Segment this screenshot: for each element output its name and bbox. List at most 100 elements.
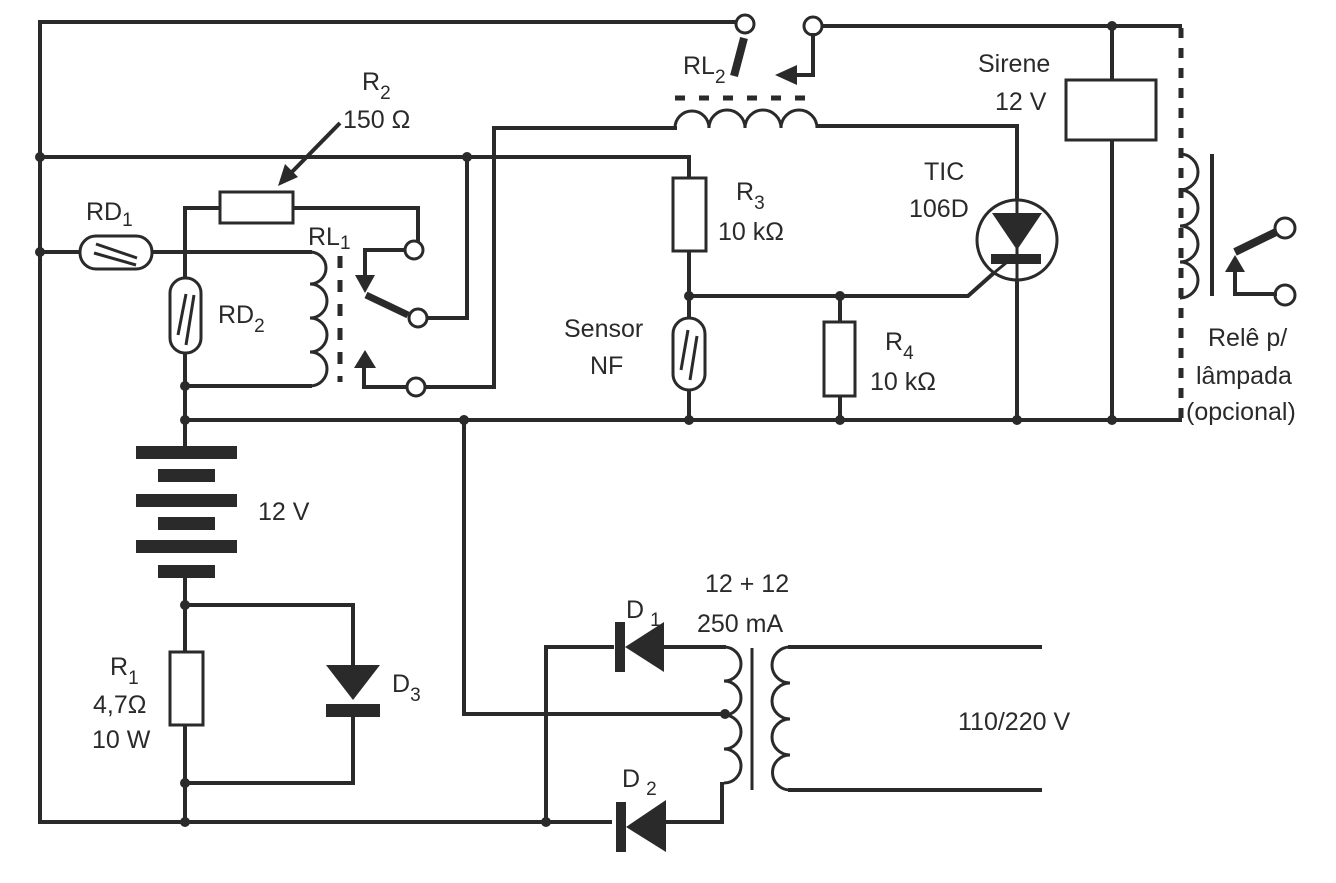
scr-label-line2: 106D (909, 195, 969, 223)
coil-icon (1179, 152, 1200, 300)
transformer-label-line1: 12 + 12 (705, 570, 789, 598)
sensor-label-line2: NF (590, 352, 623, 380)
junction-dot (684, 291, 694, 301)
relay-contact-arrow-icon (354, 350, 376, 368)
resistor-r1: R1 4,7Ω 10 W (92, 650, 205, 754)
r3-value: 10 kΩ (718, 218, 784, 246)
wire-gate (687, 269, 998, 298)
r2-value: 150 Ω (343, 106, 410, 134)
wire-d2-right (653, 782, 724, 824)
scr-triangle-icon (992, 213, 1042, 250)
wire-d1-left (544, 645, 614, 824)
junction-dot (180, 381, 190, 391)
rl1-label: RL1 (308, 223, 351, 254)
primary-coil-icon (770, 645, 791, 792)
junction-dot (35, 152, 45, 162)
resistor-icon (168, 650, 205, 727)
r1-value: 4,7Ω (93, 691, 146, 719)
coil-icon (309, 250, 329, 388)
relay-terminal (407, 307, 429, 329)
junction-dot (1107, 415, 1117, 425)
relay-armature-icon (364, 291, 410, 319)
mains-label: 110/220 V (958, 708, 1070, 736)
d3-label: D3 (392, 670, 421, 706)
rd1-label: RD1 (86, 198, 133, 231)
scr-label-line1: TIC (924, 158, 964, 186)
r1-power: 10 W (92, 726, 151, 754)
junction-dot (541, 817, 551, 827)
r3-label: R3 (736, 178, 765, 214)
relay-contact-wire (1233, 270, 1277, 296)
junction-dot (1012, 415, 1022, 425)
relay-contact-arrow-icon (355, 275, 375, 293)
resistor-r4: R4 10 kΩ (822, 320, 936, 398)
wire-rl1-nc (363, 248, 409, 277)
junction-dot (180, 817, 190, 827)
resistor-r2: R2 150 Ω (218, 68, 410, 225)
wire-rl1-no-stub (362, 368, 409, 389)
siren: Sirene 12 V (978, 50, 1158, 142)
relay-armature-icon (730, 36, 748, 78)
diode-d3: D3 (326, 665, 421, 717)
wire-r2-right (291, 206, 420, 242)
wire-rl2-coil-left (492, 126, 677, 389)
reed-switch-icon (78, 234, 154, 271)
battery-label: 12 V (258, 498, 310, 526)
r4-value: 10 kΩ (870, 368, 936, 396)
sensor-label-line1: Sensor (564, 315, 643, 343)
junction-dot (180, 415, 190, 425)
rd2-label: RD2 (218, 301, 265, 337)
relay-contact-arrow-icon (1225, 255, 1245, 272)
wire-batt-bottom (183, 576, 355, 667)
lamp-relay-optional: Relê p/ lâmpada (opcional) (1178, 28, 1297, 426)
junction-dot (462, 152, 472, 162)
relay-contact-arrow-icon (775, 65, 797, 85)
battery-plate-icon (136, 446, 237, 459)
adjust-arrowhead-icon (278, 164, 298, 186)
rl2-label: RL2 (683, 52, 726, 88)
wire-rl1-common (426, 155, 469, 320)
wires (38, 20, 1182, 824)
relay-terminal (405, 376, 427, 398)
diode-icon (616, 802, 626, 852)
diode-icon (326, 665, 380, 700)
relay-terminal (1273, 216, 1297, 240)
relay-terminal (403, 239, 425, 261)
siren-label-line2: 12 V (995, 88, 1047, 116)
transformer: 12 + 12 250 mA (697, 570, 791, 792)
relay-contact-wire (793, 33, 815, 77)
lamp-relay-label-line3: (opcional) (1186, 398, 1296, 426)
transformer-label-line2: 250 mA (697, 610, 783, 638)
siren-icon (1064, 78, 1158, 142)
resistor-r3: R3 10 kΩ (671, 176, 784, 253)
lamp-relay-label-line2: lâmpada (1196, 362, 1292, 390)
wire-center-tap (462, 418, 727, 716)
reed-switch-rd2: RD2 (168, 276, 265, 355)
battery-12v: 12 V (136, 446, 310, 578)
junction-dot (835, 415, 845, 425)
junction-dot (835, 291, 845, 301)
junction-dot (684, 415, 694, 425)
secondary-coil-icon (723, 645, 743, 785)
relay-terminal (802, 15, 824, 37)
coil-icon (673, 108, 819, 129)
junction-dot (459, 415, 469, 425)
wire-left-outer (38, 20, 740, 822)
junction-dot (1107, 21, 1117, 31)
relay-rl2: RL2 (673, 13, 824, 129)
r4-label: R4 (885, 328, 914, 364)
junction-dot (35, 247, 45, 257)
resistor-icon (671, 176, 708, 253)
resistor-icon (218, 190, 295, 225)
scr-tic106d: TIC 106D (909, 158, 1059, 282)
junction-dot (180, 600, 190, 610)
lamp-relay-label-line1: Relê p/ (1208, 324, 1287, 352)
siren-label-line1: Sirene (978, 50, 1050, 78)
relay-terminal (734, 13, 756, 35)
wire-rail-157 (38, 155, 691, 180)
r2-label: R2 (362, 68, 391, 104)
